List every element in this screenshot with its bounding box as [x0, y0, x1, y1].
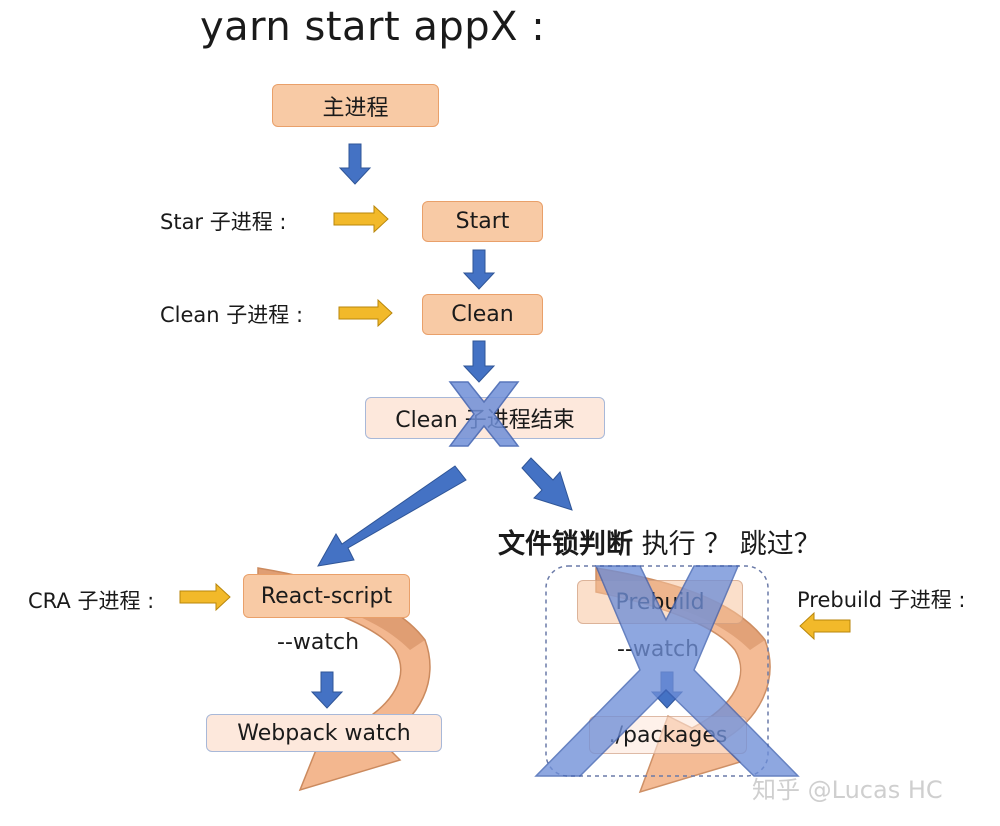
side-arrow-cra: [179, 582, 231, 612]
node-start: Start: [422, 201, 543, 242]
page-title: yarn start appX :: [200, 4, 546, 50]
label-star-subprocess: Star 子进程 :: [160, 210, 287, 234]
decision-text: 文件锁判断 执行 ？ 跳过？: [498, 522, 821, 561]
arrow-prebuild-to-packages: [650, 671, 684, 709]
watch-label-left: --watch: [277, 630, 360, 655]
arrow-end-to-react-script: [317, 465, 467, 567]
side-arrow-clean: [338, 298, 393, 328]
node-webpack-watch: Webpack watch: [206, 714, 442, 752]
decision-bold: 文件锁判断: [498, 529, 633, 560]
watch-label-right: --watch: [617, 637, 700, 662]
decision-rest: 执行 ？ 跳过？: [633, 529, 821, 560]
arrow-watch-to-webpack: [310, 671, 344, 709]
arrow-clean-to-end: [462, 340, 496, 383]
label-cra-subprocess: CRA 子进程 :: [28, 589, 155, 613]
node-react-script: React-script: [243, 574, 410, 618]
node-main-process: 主进程: [272, 84, 439, 127]
side-arrow-prebuild: [799, 611, 851, 641]
node-packages: ./packages: [589, 716, 747, 754]
node-clean: Clean: [422, 294, 543, 335]
arrow-end-to-decision: [521, 457, 573, 511]
node-prebuild: Prebuild: [577, 580, 743, 624]
node-clean-end: Clean 子进程结束: [365, 397, 605, 439]
watermark: 知乎 @Lucas HC: [752, 776, 943, 804]
side-arrow-star: [333, 204, 389, 234]
label-clean-subprocess: Clean 子进程 :: [160, 303, 304, 327]
arrow-start-to-clean: [462, 249, 496, 290]
label-prebuild-subprocess: Prebuild 子进程 :: [797, 588, 966, 612]
arrow-main-to-start: [338, 143, 372, 185]
